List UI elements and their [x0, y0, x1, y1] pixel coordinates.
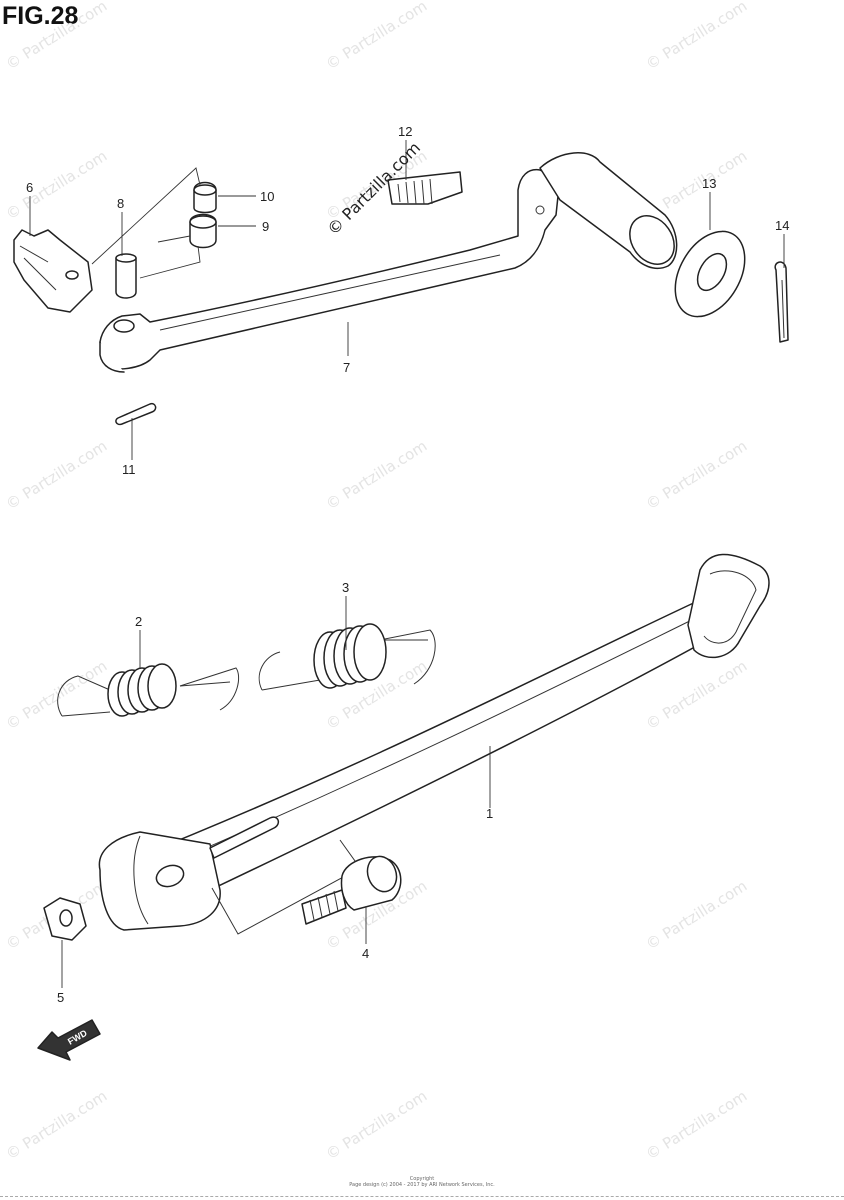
page-footer: Copyright Page design (c) 2004 - 2017 by… [0, 1176, 844, 1188]
washer-drawing [189, 213, 217, 249]
pedal-washer-drawing [674, 230, 746, 318]
leader-lines-bottom [61, 596, 491, 988]
leader-lines-top [29, 140, 785, 460]
watermark-text: © Partzilla.com [3, 0, 111, 73]
callout-2[interactable]: 2 [135, 614, 142, 629]
callout-12[interactable]: 12 [398, 124, 412, 139]
bottom-rule [0, 1196, 844, 1197]
spring-large-coils [313, 623, 387, 689]
clamp-drawing [13, 229, 93, 313]
watermark-text: © Partzilla.com [3, 147, 111, 224]
callout-14[interactable]: 14 [775, 218, 789, 233]
callout-7[interactable]: 7 [343, 360, 350, 375]
brake-pedal-drawing [99, 152, 678, 373]
callout-11[interactable]: 11 [122, 462, 136, 477]
watermark-text: © Partzilla.com [643, 877, 751, 954]
callout-4[interactable]: 4 [362, 946, 369, 961]
watermark-text: © Partzilla.com [323, 0, 431, 73]
watermark-text: © Partzilla.com [643, 657, 751, 734]
cap-drawing [193, 181, 217, 214]
spring-small-coils [107, 663, 177, 717]
stand-bolt-drawing [301, 855, 402, 925]
footer-line-1: Copyright [409, 1176, 435, 1182]
spring-large-drawing [258, 623, 436, 691]
watermark-text: © Partzilla.com [323, 437, 431, 514]
callout-10[interactable]: 10 [260, 189, 274, 204]
pin-drawing [115, 253, 137, 299]
watermark-text: © Partzilla.com [3, 1087, 111, 1164]
cotter-pin-small-drawing [115, 402, 157, 426]
watermark-text: © Partzilla.com [323, 1087, 431, 1164]
figure-title: FIG.28 [2, 2, 79, 30]
watermark-text: © Partzilla.com [643, 437, 751, 514]
nut-drawing [43, 897, 87, 941]
callout-8[interactable]: 8 [117, 196, 124, 211]
callout-3[interactable]: 3 [342, 580, 349, 595]
cotter-pin-drawing [774, 261, 789, 343]
watermark-text: © Partzilla.com [3, 657, 111, 734]
watermark-text: © Partzilla.com [643, 0, 751, 73]
watermark-text: © Partzilla.com [3, 437, 111, 514]
fwd-arrow: FWD [37, 1019, 101, 1061]
spring-small-drawing [57, 663, 240, 717]
callout-13[interactable]: 13 [702, 176, 716, 191]
callout-1[interactable]: 1 [486, 806, 493, 821]
callout-5[interactable]: 5 [57, 990, 64, 1005]
callout-labels: 1 2 3 4 5 6 7 8 9 10 11 12 13 14 [26, 124, 789, 1005]
callout-6[interactable]: 6 [26, 180, 33, 195]
watermark-text: © Partzilla.com [643, 1087, 751, 1164]
callout-9[interactable]: 9 [262, 219, 269, 234]
footer-line-2: Page design (c) 2004 - 2017 by ARI Netwo… [349, 1182, 495, 1188]
side-stand-drawing [98, 553, 770, 935]
pedal-pivot-bolt-drawing [387, 171, 463, 205]
